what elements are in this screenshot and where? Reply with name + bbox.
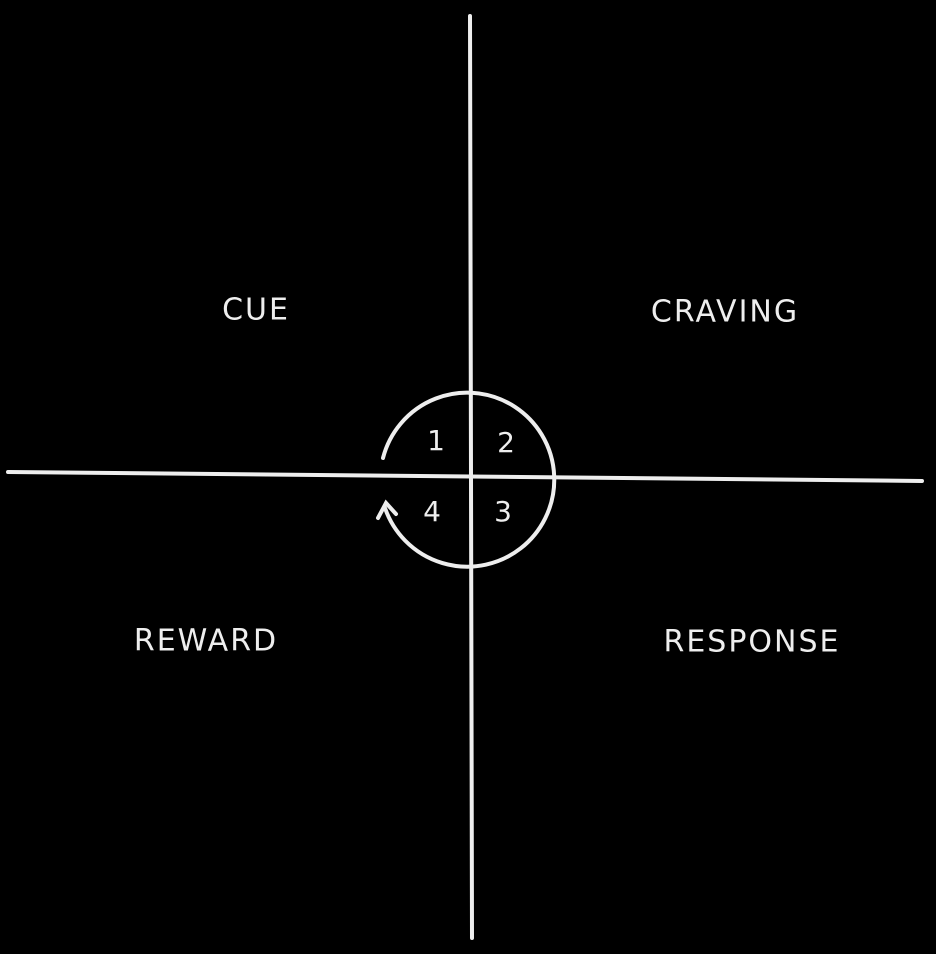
label-response: RESPONSE xyxy=(664,625,841,660)
label-craving: CRAVING xyxy=(651,295,799,330)
step-number-2: 2 xyxy=(497,426,515,459)
step-number-4: 4 xyxy=(423,495,441,528)
step-number-1: 1 xyxy=(427,424,445,457)
label-cue: CUE xyxy=(222,293,290,328)
horizontal-axis xyxy=(6,470,924,483)
label-reward: REWARD xyxy=(134,624,278,659)
step-number-3: 3 xyxy=(494,495,512,528)
arrow-up-icon xyxy=(376,499,398,520)
cycle-circle xyxy=(381,390,557,569)
